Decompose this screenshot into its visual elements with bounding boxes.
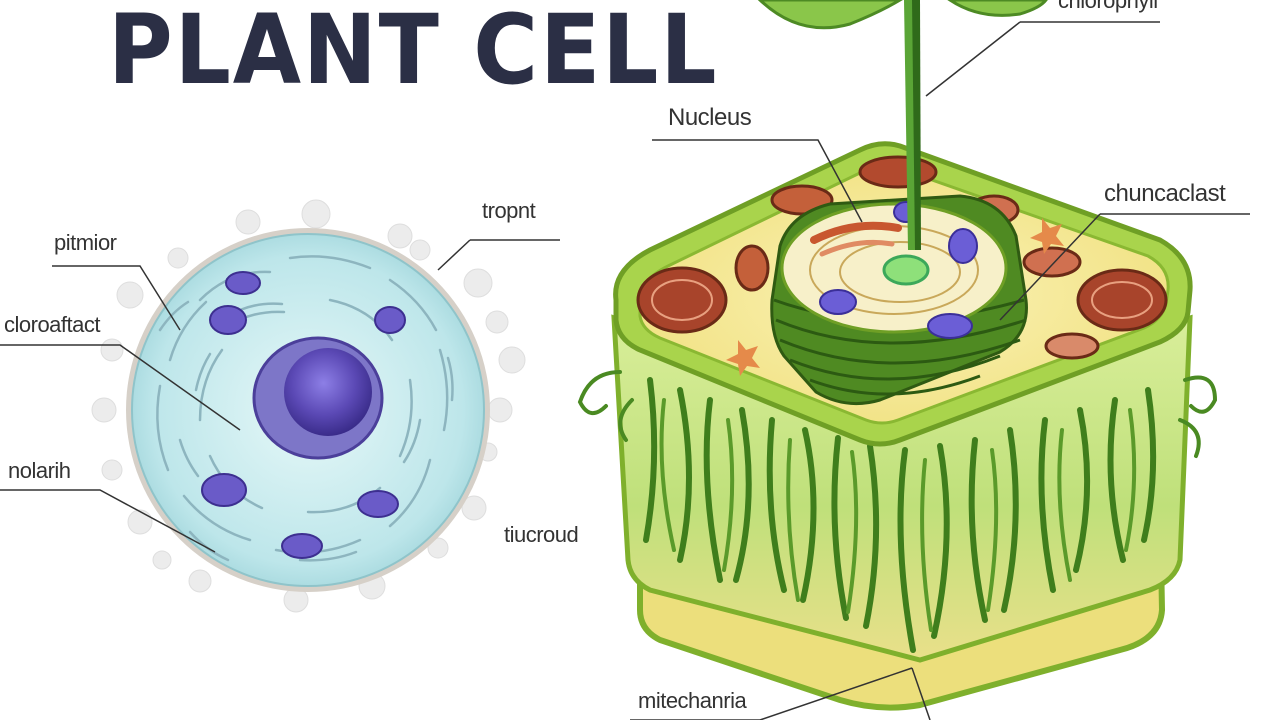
label-chlorophyll: chlorophyll xyxy=(1058,0,1158,13)
label-chuncaclast: chuncaclast xyxy=(1104,180,1226,207)
round-cell xyxy=(91,199,526,613)
label-tiucroud: tiucroud xyxy=(504,522,579,547)
chloroplasts xyxy=(636,155,1168,360)
leader-lines-right xyxy=(630,21,1250,720)
star-organelles xyxy=(726,218,1064,376)
nucleolus xyxy=(284,348,372,436)
organelles xyxy=(201,271,406,559)
page-title: PLANT CELL xyxy=(108,0,719,106)
mitochondria-strands xyxy=(643,377,1157,653)
cube-cell xyxy=(577,0,1218,711)
label-mitochondria: mitechanria xyxy=(638,688,747,713)
tendrils xyxy=(577,370,1218,458)
label-tropnt: tropnt xyxy=(482,198,536,223)
label-nolarih: nolarih xyxy=(8,458,71,483)
label-chloroplast-left: cloroaftact xyxy=(4,312,101,337)
leaf-right xyxy=(947,0,1048,17)
purple-organelles xyxy=(819,201,978,339)
label-pitmior: pitmior xyxy=(54,230,117,255)
green-core xyxy=(882,254,930,286)
leader-lines-left xyxy=(0,239,560,553)
leaf-left xyxy=(757,0,903,30)
label-nucleus: Nucleus xyxy=(668,104,752,131)
